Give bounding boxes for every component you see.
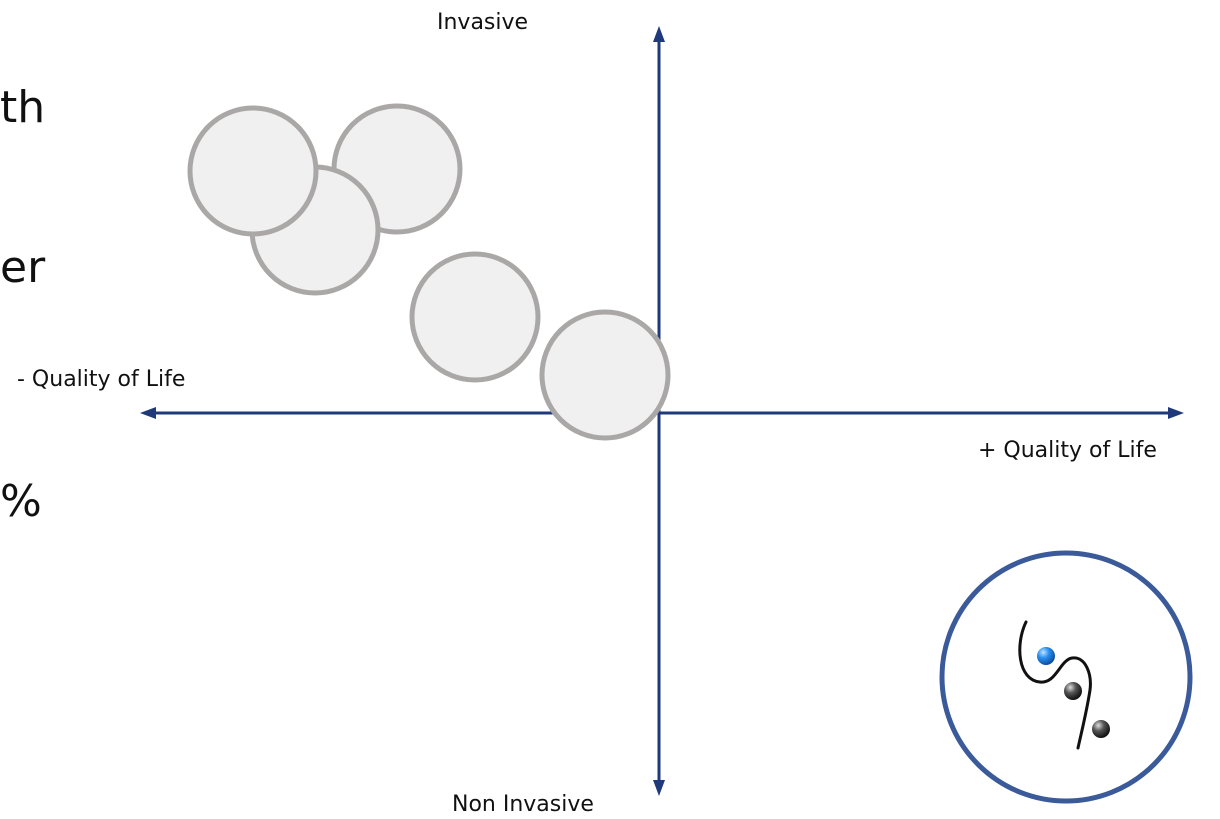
logo: [939, 550, 1193, 804]
axis-label-right: + Quality of Life: [978, 438, 1157, 463]
item-circle-4: [409, 251, 541, 383]
arrow-down-icon: [653, 780, 665, 796]
clipped-text-2: er: [0, 242, 46, 293]
arrow-up-icon: [653, 26, 665, 42]
clipped-text-1: th: [0, 82, 46, 133]
axis-label-top: Invasive: [437, 10, 529, 35]
item-circles: [187, 103, 671, 441]
blue-ball-icon: [1037, 647, 1055, 665]
dark-ball-icon: [1092, 720, 1110, 738]
logo-ring: [939, 550, 1193, 804]
clipped-text-3: %: [0, 476, 42, 527]
axis-label-bottom: Non Invasive: [452, 792, 594, 817]
item-circle-3: [187, 105, 319, 237]
item-circle-5: [539, 309, 671, 441]
horizontal-axis: [140, 407, 1184, 419]
arrow-left-icon: [140, 407, 156, 419]
dark-ball-icon: [1064, 682, 1082, 700]
axis-label-left: - Quality of Life: [17, 367, 186, 392]
snake-curve-icon: [1018, 620, 1092, 750]
arrow-right-icon: [1168, 407, 1184, 419]
